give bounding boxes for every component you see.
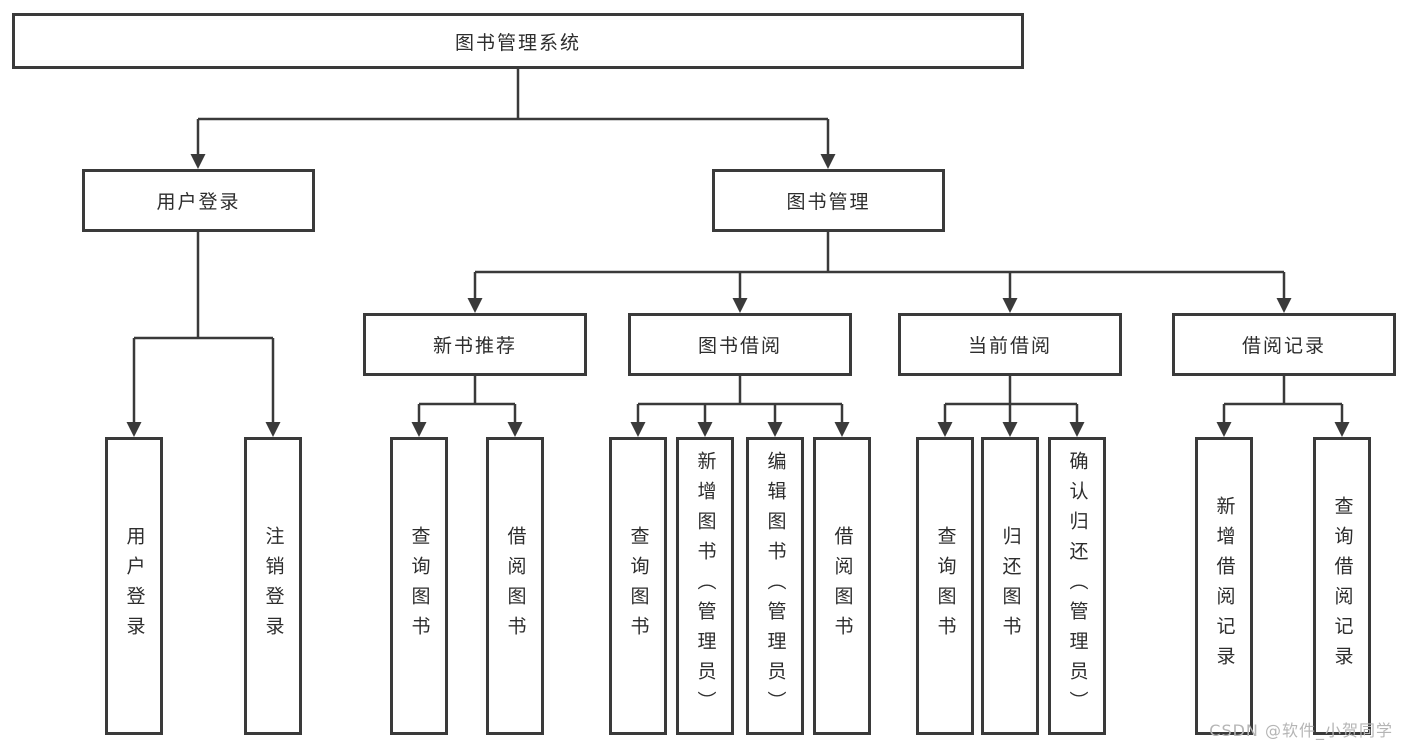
- node-book-borrow: 图书借阅: [628, 313, 852, 376]
- leaf-add-borrow-record: 新增借阅记录: [1195, 437, 1253, 735]
- node-label: 查询借阅记录: [1331, 496, 1354, 676]
- leaf-query-books-current: 查询图书: [916, 437, 974, 735]
- node-label: 查询图书: [934, 526, 957, 646]
- connector-borrow-record-branch: [1216, 376, 1350, 437]
- node-label: 图书管理: [786, 191, 871, 213]
- connector-current-borrow-branch: [937, 376, 1085, 437]
- connector-book-borrow-branch: [630, 376, 850, 437]
- connector-user-login-branch: [126, 232, 281, 437]
- csdn-watermark: CSDN @软件_小贺同学: [1209, 721, 1393, 740]
- leaf-query-books-borrow: 查询图书: [609, 437, 667, 735]
- node-current-borrow: 当前借阅: [898, 313, 1122, 376]
- node-label: 新增借阅记录: [1213, 496, 1236, 676]
- node-borrow-record: 借阅记录: [1172, 313, 1396, 376]
- node-user-login: 用户登录: [82, 169, 315, 232]
- leaf-add-books-admin: 新增图书（管理员）: [676, 437, 734, 735]
- node-label: 查询图书: [408, 526, 431, 646]
- node-book-management: 图书管理: [712, 169, 945, 232]
- node-label: 编辑图书（管理员）: [764, 451, 787, 721]
- node-library-management-system: 图书管理系统: [12, 13, 1024, 69]
- node-label: 新书推荐: [432, 335, 517, 357]
- connector-root-to-level2: [190, 69, 836, 169]
- node-label: 用户登录: [156, 191, 241, 213]
- leaf-confirm-return-admin: 确认归还（管理员）: [1048, 437, 1106, 735]
- node-label: 注销登录: [262, 526, 285, 646]
- node-label: 图书借阅: [697, 335, 782, 357]
- leaf-borrow-books-recommend: 借阅图书: [486, 437, 544, 735]
- node-label: 用户登录: [123, 526, 146, 646]
- node-label: 借阅记录: [1241, 335, 1326, 357]
- leaf-logout: 注销登录: [244, 437, 302, 735]
- node-label: 借阅图书: [831, 526, 854, 646]
- leaf-borrow-books: 借阅图书: [813, 437, 871, 735]
- leaf-query-books-recommend: 查询图书: [390, 437, 448, 735]
- connector-new-book-branch: [411, 376, 523, 437]
- leaf-user-login: 用户登录: [105, 437, 163, 735]
- leaf-query-borrow-record: 查询借阅记录: [1313, 437, 1371, 735]
- node-label: 当前借阅: [967, 335, 1052, 357]
- node-label: 确认归还（管理员）: [1066, 451, 1089, 721]
- node-new-book-recommend: 新书推荐: [363, 313, 587, 376]
- node-label: 查询图书: [627, 526, 650, 646]
- node-label: 借阅图书: [504, 526, 527, 646]
- node-label: 新增图书（管理员）: [694, 451, 717, 721]
- leaf-return-books: 归还图书: [981, 437, 1039, 735]
- connector-book-management-branch: [467, 232, 1292, 313]
- node-label: 归还图书: [999, 526, 1022, 646]
- leaf-edit-books-admin: 编辑图书（管理员）: [746, 437, 804, 735]
- node-label: 图书管理系统: [454, 31, 581, 54]
